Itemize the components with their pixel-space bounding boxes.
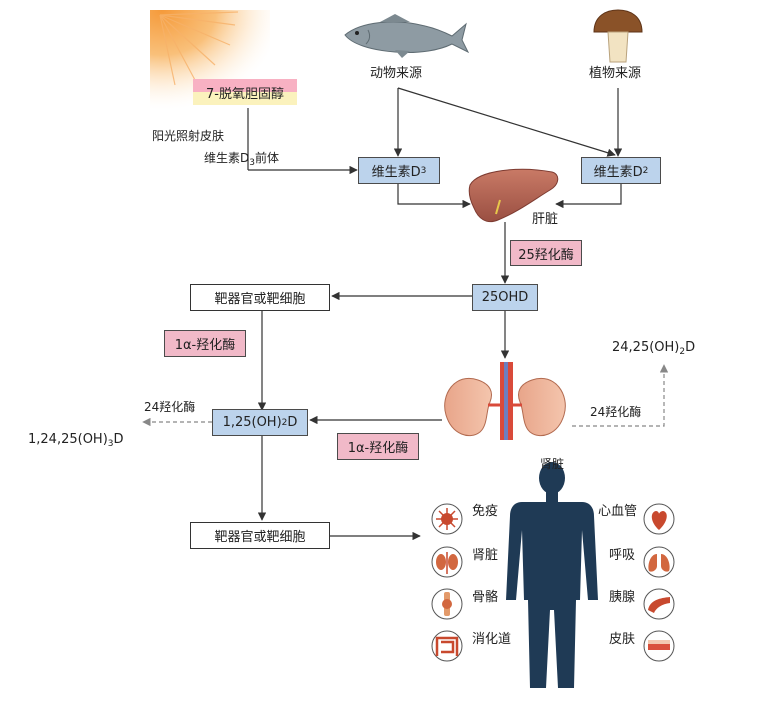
pathway-arrows [247,87,623,541]
kidney-organ-icon [431,546,463,578]
organ-label-respiratory: 呼吸 [609,548,636,563]
target-organ-box-top: 靶器官或靶细胞 [190,284,330,311]
enzyme-1a-left-box: 1α-羟化酶 [164,330,246,357]
skin-icon [643,630,675,662]
animal-source-label: 动物来源 [370,66,423,81]
fish-icon [344,14,470,58]
mushroom-icon [593,9,643,63]
plant-source-label: 植物来源 [589,66,642,81]
heart-icon [643,503,675,535]
d3-precursor-label: 维生素D3前体 [204,151,279,168]
sunlight-label: 阳光照射皮肤 [152,129,225,143]
kidney-label: 肾脏 [540,457,565,471]
kidney-icon [444,362,566,440]
pancreas-icon [643,588,675,620]
immune-icon [431,503,463,535]
organ-label-digestive: 消化道 [472,632,512,647]
metabolite-2425-label: 24,25(OH)2D [612,340,696,357]
target-organ-box-bottom: 靶器官或靶细胞 [190,522,330,549]
organ-label-bone: 骨骼 [472,590,499,605]
metabolite-12425-label: 1,24,25(OH)3D [28,432,124,449]
precursor-box: 7-脱氧胆固醇 [193,79,297,105]
organ-label-cardiovascular: 心血管 [598,504,638,519]
organ-label-pancreas: 胰腺 [609,590,636,605]
bone-icon [431,588,463,620]
liver-label: 肝脏 [532,212,559,227]
organ-label-skin: 皮肤 [609,632,636,647]
enzyme-1a-right-box: 1α-羟化酶 [337,433,419,460]
intestine-icon [431,630,463,662]
dashed-arrows [142,364,669,427]
organ-label-kidney: 肾脏 [472,548,499,563]
organ-label-immune: 免疫 [472,504,499,519]
enzyme-24-left-label: 24羟化酶 [144,400,196,414]
precursor-label: 7-脱氧胆固醇 [206,86,284,102]
lungs-icon [643,546,675,578]
enzyme-25-box: 25羟化酶 [510,240,582,266]
liver-icon [468,168,559,223]
25ohd-box: 25OHD [472,284,538,311]
human-body-icon [506,462,598,688]
enzyme-24-right-label: 24羟化酶 [590,405,642,419]
